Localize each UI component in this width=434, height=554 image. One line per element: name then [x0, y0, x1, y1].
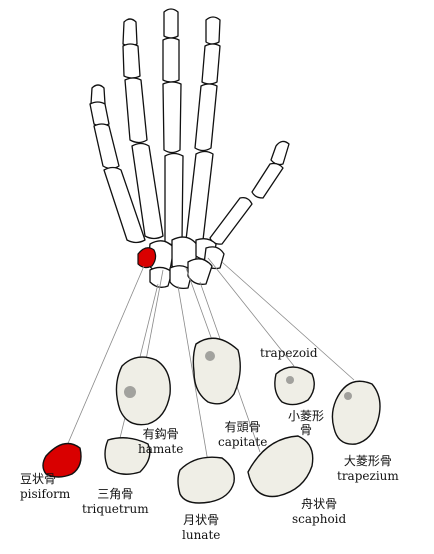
pisiform-in-wrist [137, 247, 157, 269]
triquetrum-en: triquetrum [82, 502, 149, 516]
little-metacarpal [103, 166, 146, 244]
wrist-triquetrum-outline [149, 266, 173, 288]
thumb-proximal-phalanx [251, 162, 284, 199]
hamate-jp: 有鈎骨 [142, 427, 179, 441]
label-scaphoid: 舟状骨 scaphoid [292, 498, 346, 525]
trapezoid-jp-line1: 小菱形 [288, 409, 325, 423]
trapezium-jp: 大菱形骨 [343, 454, 392, 468]
leader-lunate [177, 285, 209, 463]
capitate-bone [192, 337, 241, 405]
trapezium-en: trapezium [337, 469, 399, 483]
isolated-bones [42, 337, 381, 504]
ring-middle-phalanx [122, 43, 141, 79]
middle-distal-phalanx [163, 8, 179, 39]
label-triquetrum: 三角骨 triquetrum [82, 488, 149, 515]
capitate-en: capitate [218, 435, 268, 449]
pisiform-bone [42, 442, 82, 478]
trapezoid-en: trapezoid [260, 346, 318, 360]
leader-hamate [145, 269, 164, 361]
label-trapezoid-en: trapezoid [260, 344, 318, 359]
label-pisiform: 豆状骨 pisiform [20, 473, 70, 500]
label-trapezoid-jp: 小菱形 骨 [288, 410, 324, 436]
thumb-metacarpal [209, 196, 253, 245]
scaphoid-en: scaphoid [292, 512, 347, 526]
thumb-distal-phalanx [270, 140, 290, 166]
middle-metacarpal [164, 152, 184, 246]
label-capitate: 有頭骨 capitate [218, 421, 267, 448]
ring-proximal-phalanx [124, 77, 148, 144]
index-proximal-phalanx [194, 83, 218, 152]
little-middle-phalanx [89, 101, 110, 127]
leader-capitate [185, 267, 213, 341]
bone-shading [124, 351, 352, 400]
trapezoid-shade [286, 376, 294, 384]
pisiform-en: pisiform [20, 487, 71, 501]
leader-trapezium [221, 261, 355, 381]
index-distal-phalanx [205, 16, 221, 45]
lunate-jp: 月状骨 [183, 513, 220, 527]
hamate-bone [115, 356, 171, 426]
hamate-en: hamate [138, 442, 184, 456]
ring-distal-phalanx [122, 18, 138, 47]
label-trapezium: 大菱形骨 trapezium [337, 455, 399, 482]
little-proximal-phalanx [93, 123, 120, 170]
middle-middle-phalanx [162, 37, 180, 83]
capitate-jp: 有頭骨 [224, 420, 261, 434]
hamate-hook-shade [124, 386, 136, 398]
leader-trapezoid [207, 257, 295, 367]
pisiform-jp: 豆状骨 [20, 472, 57, 486]
wrist-lunate-outline [169, 265, 193, 290]
trapezium-shade [344, 392, 352, 400]
triquetrum-bone [104, 437, 151, 475]
scaphoid-jp: 舟状骨 [301, 497, 338, 511]
lunate-bone [177, 456, 235, 504]
label-lunate: 月状骨 lunate [182, 514, 220, 541]
capitate-shade [205, 351, 215, 361]
scaphoid-bone [247, 435, 314, 498]
wrist-scaphoid-outline [187, 258, 213, 285]
trapezoid-bone [274, 366, 315, 406]
lunate-en: lunate [182, 528, 221, 542]
trapezoid-jp-line2: 骨 [300, 423, 313, 437]
middle-proximal-phalanx [162, 81, 182, 154]
trapezium-bone [331, 380, 381, 445]
index-metacarpal [185, 150, 214, 244]
hand-skeleton [89, 8, 290, 290]
label-hamate: 有鈎骨 hamate [138, 428, 183, 455]
ring-metacarpal [131, 142, 164, 240]
index-middle-phalanx [201, 43, 221, 85]
leader-pisiform [65, 265, 145, 449]
triquetrum-jp: 三角骨 [97, 487, 134, 501]
